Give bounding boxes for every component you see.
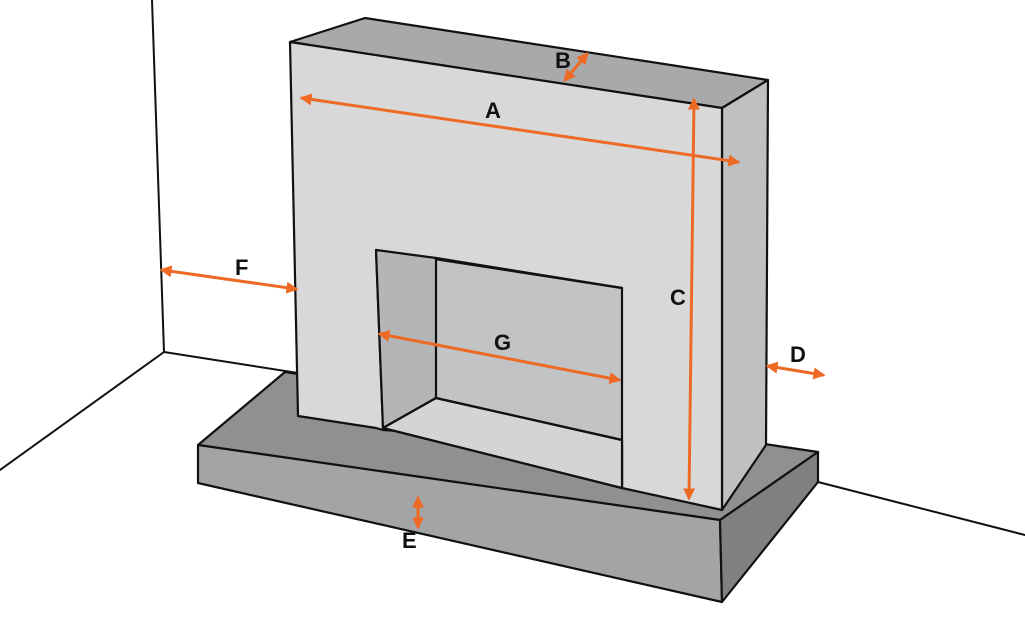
dimension-g-arrow	[377, 329, 622, 385]
dimension-c-label: C	[670, 285, 686, 310]
dimension-arrows	[159, 52, 826, 530]
dimension-e-label: E	[402, 528, 417, 553]
hearth-side-face	[718, 450, 820, 604]
dimension-a-arrow	[299, 93, 741, 167]
dimension-b-arrow	[563, 52, 589, 82]
dimension-g-label: G	[494, 330, 511, 355]
dimension-f-label: F	[235, 255, 248, 280]
firebox-inner-edge	[434, 256, 624, 290]
dimension-d-arrow	[765, 361, 826, 380]
floor-line-left	[0, 351, 165, 471]
dimension-a-label: A	[485, 98, 501, 123]
dimension-d-label: D	[790, 342, 806, 367]
surround-side-face	[720, 78, 770, 512]
dimension-labels: A B C D E F G	[235, 48, 806, 553]
dimension-f-arrow	[159, 265, 299, 294]
floor-line-right	[817, 481, 1025, 536]
floor-line-back	[163, 351, 299, 374]
dimension-c-arrow	[683, 97, 700, 501]
dimension-b-label: B	[555, 48, 571, 73]
wall-corner-line	[151, 0, 165, 353]
firebox-floor-edge	[434, 396, 624, 442]
